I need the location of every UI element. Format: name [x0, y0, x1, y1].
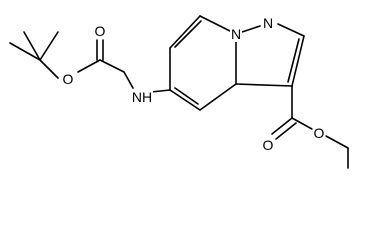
- pyrazole-ring: [235, 23, 305, 87]
- atom-label-background: [229, 26, 243, 42]
- atom-label-background: [261, 15, 275, 31]
- atom-label-background: [261, 137, 275, 153]
- chemical-structure: O O NH N N O O: [9, 15, 349, 169]
- boc-carbamate: [77, 39, 134, 89]
- boc-ether-oxygen-label: O: [63, 71, 74, 87]
- atom-label-background: [61, 71, 75, 87]
- tert-butyl-group: [9, 31, 59, 79]
- nh-label: NH: [132, 89, 152, 105]
- ester-ether-oxygen-label: O: [314, 125, 325, 141]
- atom-label-background: [312, 125, 326, 141]
- nh-ring-bond: [150, 89, 171, 93]
- ring-nitrogen-2-label: N: [231, 26, 241, 42]
- pyridine-ring: [169, 15, 237, 111]
- ethyl-ester: [271, 85, 349, 169]
- atom-label-background: [93, 23, 107, 39]
- ester-carbonyl-oxygen-label: O: [263, 137, 274, 153]
- atom-label-background: [130, 89, 154, 105]
- ring-nitrogen-1-label: N: [263, 15, 273, 31]
- boc-carbonyl-oxygen-label: O: [95, 23, 106, 39]
